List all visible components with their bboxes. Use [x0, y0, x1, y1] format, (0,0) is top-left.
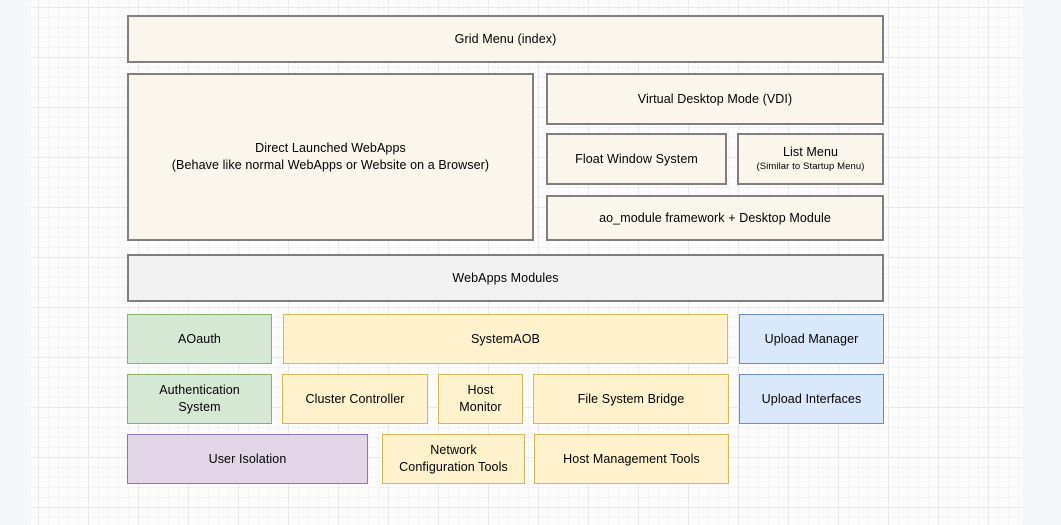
node-network-configuration-tools-label-line2: Configuration Tools [399, 459, 508, 476]
node-float-window-system-label: Float Window System [575, 151, 698, 168]
node-aoauth[interactable]: AOauth [127, 314, 272, 364]
node-host-monitor[interactable]: Host Monitor [438, 374, 523, 424]
node-authentication-system-label-line1: Authentication [159, 382, 240, 399]
node-grid-menu-label: Grid Menu (index) [455, 31, 557, 48]
node-direct-launched-webapps[interactable]: Direct Launched WebApps (Behave like nor… [127, 73, 534, 241]
node-list-menu-label: List Menu [783, 144, 838, 161]
node-float-window-system[interactable]: Float Window System [546, 133, 727, 185]
node-aoauth-label: AOauth [178, 331, 221, 348]
node-user-isolation[interactable]: User Isolation [127, 434, 368, 484]
node-webapps-modules-label: WebApps Modules [452, 270, 558, 287]
node-host-monitor-label-line2: Monitor [459, 399, 501, 416]
node-file-system-bridge-label: File System Bridge [578, 391, 685, 408]
node-virtual-desktop-mode[interactable]: Virtual Desktop Mode (VDI) [546, 73, 884, 125]
node-network-configuration-tools[interactable]: Network Configuration Tools [382, 434, 525, 484]
node-network-configuration-tools-label-line1: Network [430, 442, 477, 459]
node-host-monitor-label-line1: Host [467, 382, 493, 399]
node-direct-launched-webapps-label: Direct Launched WebApps [255, 140, 406, 157]
node-list-menu[interactable]: List Menu (Similar to Startup Menu) [737, 133, 884, 185]
node-direct-launched-webapps-sublabel: (Behave like normal WebApps or Website o… [172, 157, 489, 174]
node-user-isolation-label: User Isolation [209, 451, 287, 468]
node-virtual-desktop-mode-label: Virtual Desktop Mode (VDI) [638, 91, 793, 108]
node-authentication-system-label-line2: System [178, 399, 220, 416]
node-system-aob[interactable]: SystemAOB [283, 314, 728, 364]
node-ao-module-framework[interactable]: ao_module framework + Desktop Module [546, 195, 884, 241]
node-ao-module-framework-label: ao_module framework + Desktop Module [599, 210, 831, 227]
node-host-management-tools-label: Host Management Tools [563, 451, 700, 468]
node-file-system-bridge[interactable]: File System Bridge [533, 374, 729, 424]
node-upload-manager-label: Upload Manager [765, 331, 859, 348]
node-webapps-modules[interactable]: WebApps Modules [127, 254, 884, 302]
node-host-management-tools[interactable]: Host Management Tools [534, 434, 729, 484]
node-upload-interfaces-label: Upload Interfaces [762, 391, 862, 408]
node-authentication-system[interactable]: Authentication System [127, 374, 272, 424]
node-system-aob-label: SystemAOB [471, 331, 540, 348]
node-cluster-controller[interactable]: Cluster Controller [282, 374, 428, 424]
node-list-menu-sublabel: (Similar to Startup Menu) [756, 161, 864, 174]
node-cluster-controller-label: Cluster Controller [305, 391, 404, 408]
node-upload-manager[interactable]: Upload Manager [739, 314, 884, 364]
node-grid-menu[interactable]: Grid Menu (index) [127, 15, 884, 63]
node-upload-interfaces[interactable]: Upload Interfaces [739, 374, 884, 424]
